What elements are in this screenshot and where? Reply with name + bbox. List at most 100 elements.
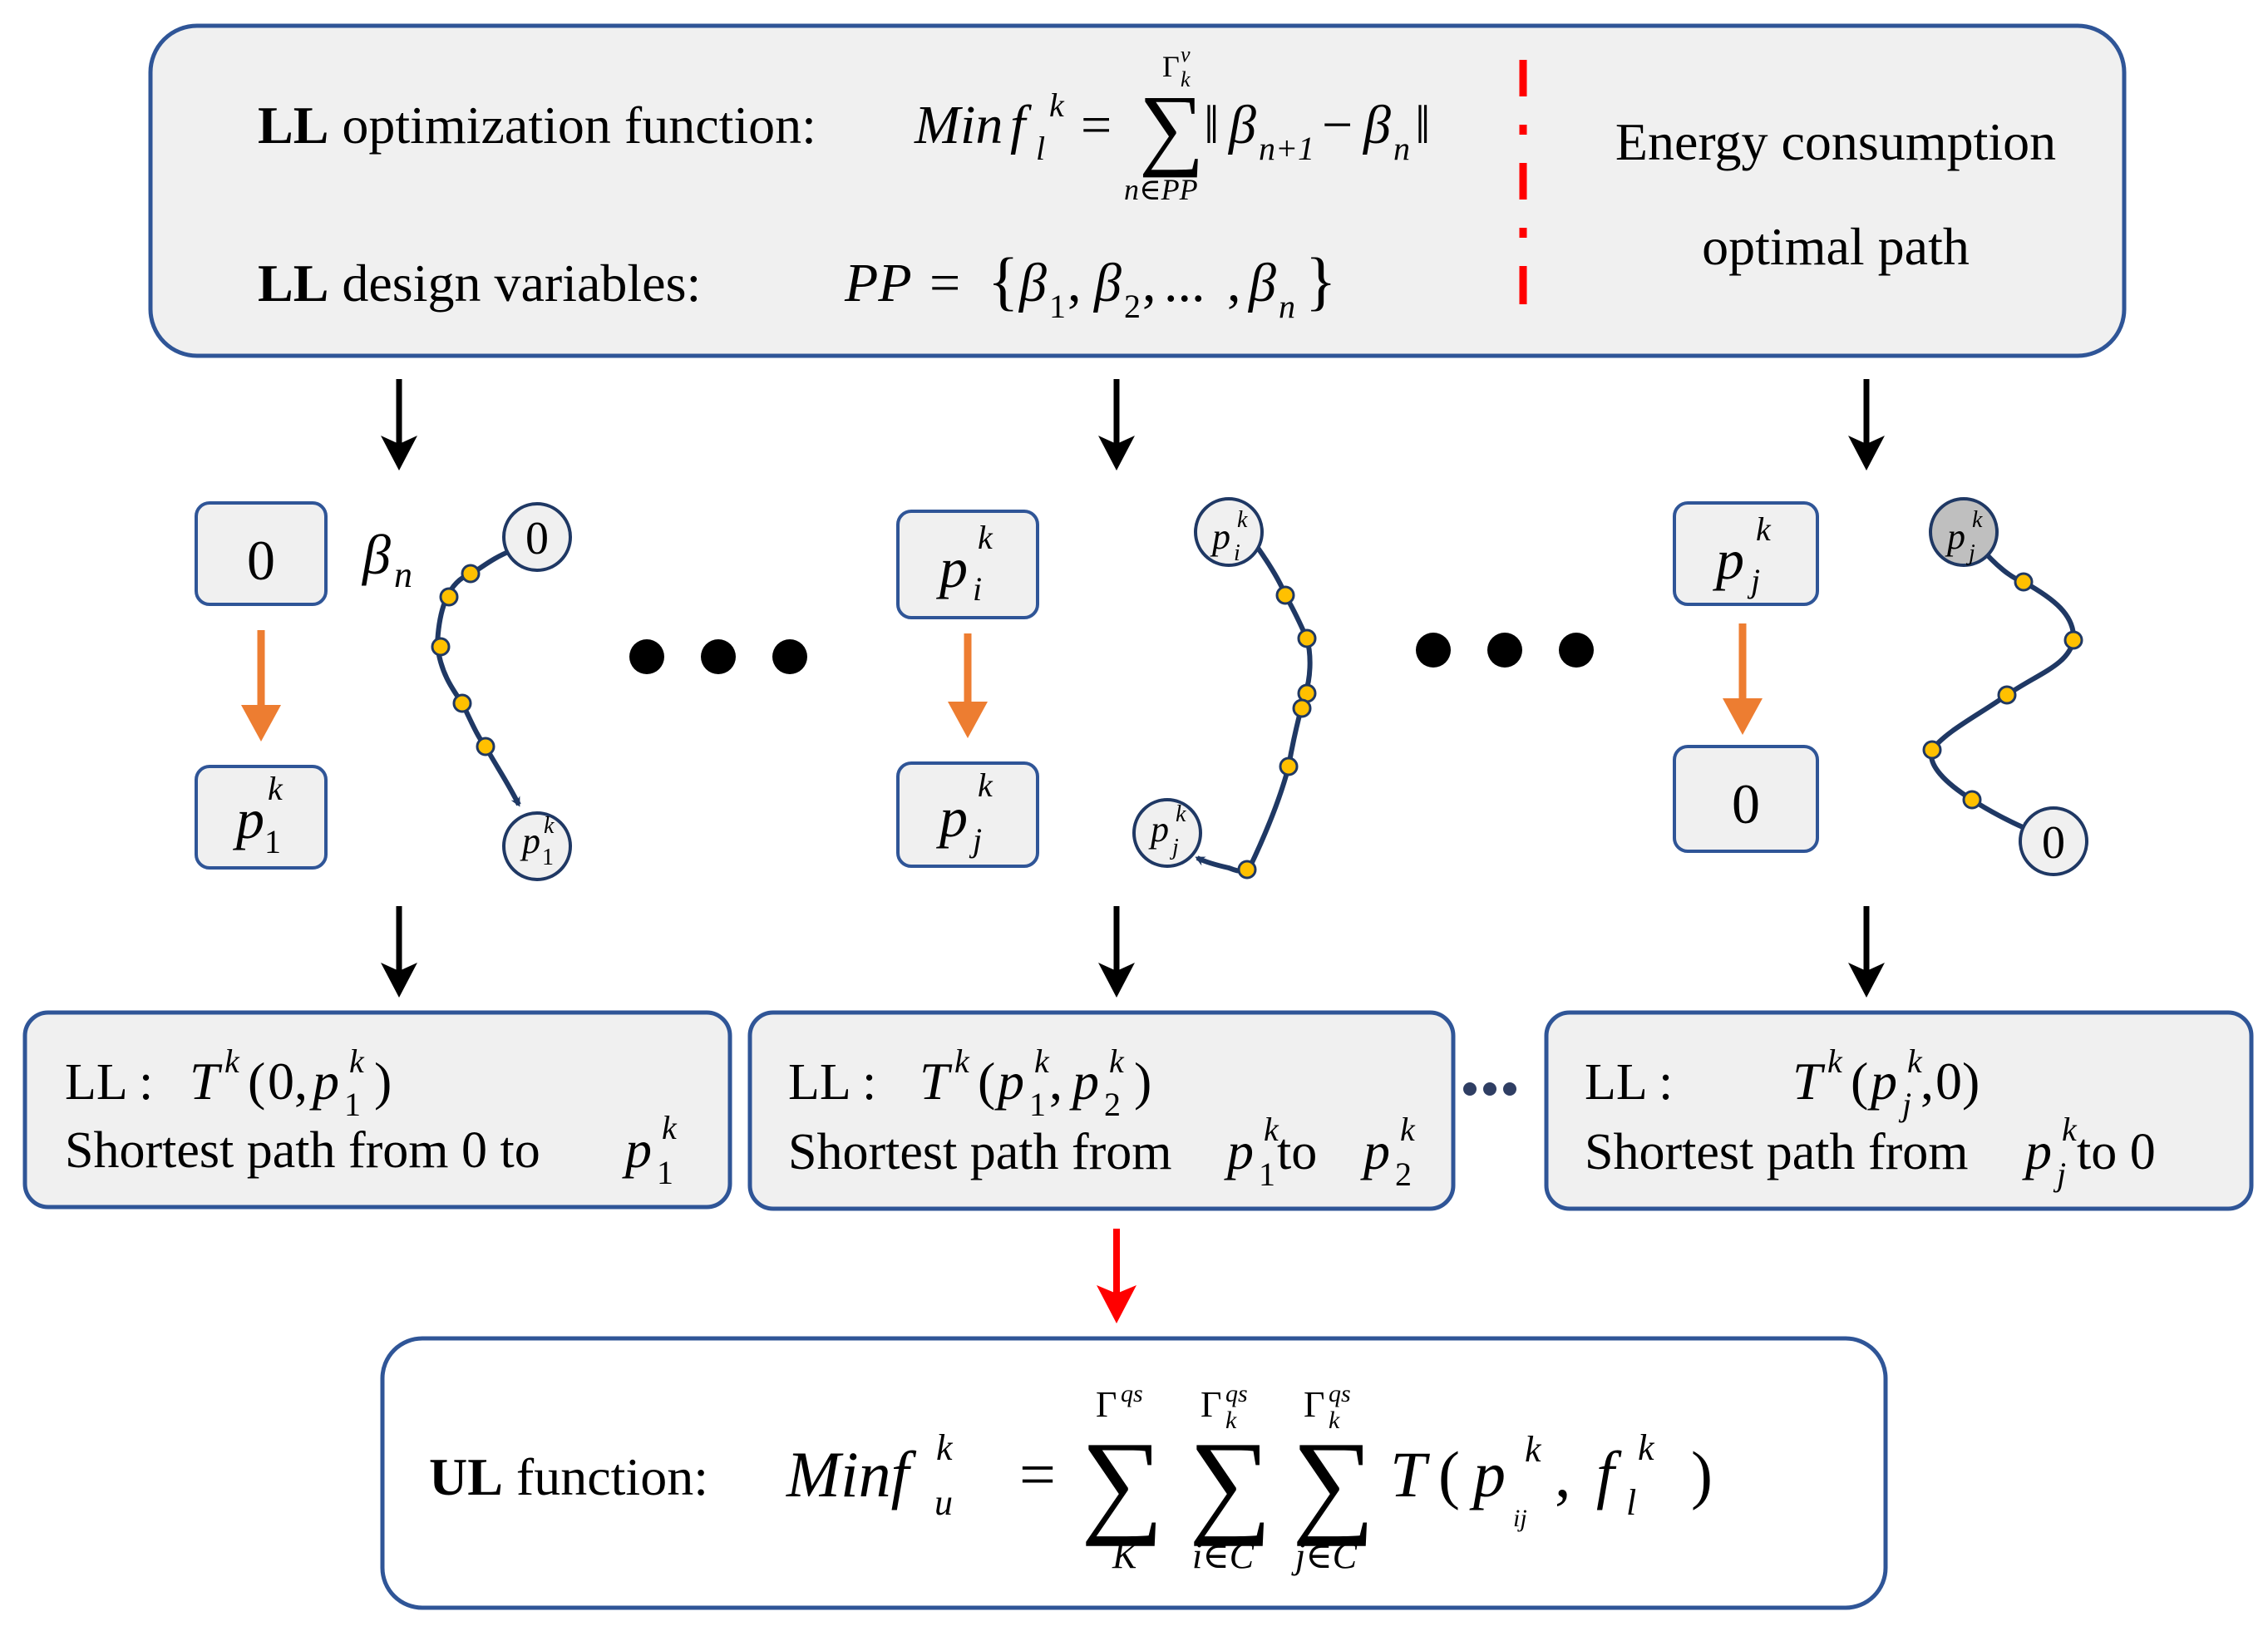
norm-close: ‖ [1415,95,1431,155]
col2-path-start-node [1194,497,1264,567]
equals-sign: = [1081,95,1112,155]
ul-sum-2-upper: Γ [1201,1384,1221,1425]
arrow-mid-1 [381,906,417,998]
col2-from-box [896,510,1039,619]
beta-2: β [1092,253,1122,313]
minus-sign: − [1322,95,1353,155]
col3-from-p: p [1713,528,1744,591]
ll1-arg2-p: p [309,1052,339,1111]
ll3-comma: , [1920,1052,1934,1111]
col3-to-box [1673,745,1819,853]
ll2-line2-from-sub: 1 [1259,1156,1275,1193]
col2-path-end-node [1132,798,1202,868]
ul-sum-1: ∑ [1081,1418,1164,1547]
ll-box-1-frame [22,1010,732,1210]
col1-from-box [195,501,328,606]
comma-2: , [1142,253,1156,313]
ll2-line2-from-sup: k [1264,1111,1279,1148]
ll1-comma: , [294,1052,308,1111]
col3-path-waypoints [1922,572,2083,810]
ll1-line2-p: p [622,1120,652,1179]
sum-upper-sup: v [1181,42,1191,67]
ll2-arg2-sub: 2 [1104,1086,1121,1123]
col1-orange-arrow [241,630,281,742]
f-superscript: k [1049,86,1065,124]
col2-to-sup: k [978,766,993,804]
ul-T: T [1390,1438,1430,1510]
down-arrows-middle [381,906,1885,998]
ll-box-3-frame [1544,1010,2254,1211]
ll1-open-paren: ( [248,1052,265,1111]
beta-n-plus-1: β [1227,95,1256,155]
ll-design-variables-formula: PP = { β 1 , β 2 , ... , β n } [844,244,1336,325]
ll2-prefix: LL : [788,1054,876,1111]
arrow-down-1 [381,379,417,471]
arrow-down-2 [1098,379,1135,471]
ul-sum-2-upper-sup: qs [1225,1380,1248,1407]
sum-upper: Γ [1162,50,1180,83]
beta-n-plus-1-sub: n+1 [1259,130,1314,167]
ll2-open-paren: ( [978,1052,995,1111]
ll2-line2-to-sup: k [1400,1111,1416,1148]
sum-lower: n∈PP [1124,173,1198,206]
ul-p: p [1469,1438,1506,1510]
col2-path-end-sub: j [1170,835,1179,860]
ul-p-sup: k [1525,1429,1542,1470]
arrow-mid-2 [1098,906,1135,998]
ll2-arg1-p: p [994,1052,1024,1111]
top-panel: LL optimization function: Min f l k = ∑ … [148,23,2127,358]
ul-p-sub: ij [1513,1505,1527,1532]
ul-sum-3-upper-sub: k [1329,1407,1340,1434]
ll3-line2-from-p: p [2022,1121,2052,1180]
beta-n-label-sub: n [394,554,412,595]
ll2-line2-mid: to [1277,1124,1317,1180]
col2-to-sub: j [969,821,982,859]
ll2-T-sup: k [954,1042,970,1080]
col1-path-end-sub: 1 [542,845,554,870]
pp-equals: = [929,253,960,313]
arrow-mid-3 [1848,906,1885,998]
sum-symbol: ∑ [1139,76,1204,178]
ll1-close-paren: ) [374,1052,392,1111]
beta-n: β [1362,95,1391,155]
ul-equals: = [1019,1438,1056,1510]
ll-optimization-formula: Min f l k = ∑ Γ k v n∈PP ‖ β n+1 − β n ‖ [914,42,1431,206]
col2-to-p: p [936,786,968,849]
col3-path-start-sup: k [1972,507,1983,533]
beta-1: β [1018,253,1047,313]
column-1: 0 p 1 k β n 0 p 1 k [195,501,572,881]
col2-path-end-sup: k [1176,801,1186,827]
ll-optimization-label: LL optimization function: [258,96,816,155]
col3-path-start-p: p [1945,516,1965,557]
arrow-down-3 [1848,379,1885,471]
ellipsis-dots-2 [1416,633,1594,668]
ll3-line2-prefix: Shortest path from [1585,1124,1969,1180]
col1-to-p: p [233,787,264,850]
col2-path-start-p: p [1210,516,1230,557]
ul-sum-3-lower: j∈C [1291,1535,1358,1576]
col2-from-sub: i [973,570,982,608]
col1-to-box [195,765,328,870]
ul-comma: , [1555,1438,1571,1510]
col3-from-box [1673,501,1819,606]
beta-n-label: β [361,523,391,586]
col3-to-label: 0 [1732,772,1760,835]
ll-box-1: LL : T k ( 0 , p 1 k ) Shortest path fro… [22,1010,732,1210]
column-2: p i k p j k p i k p j k [896,497,1317,880]
col2-orange-arrow [948,633,988,738]
energy-consumption-text: Energy consumption [1615,112,2056,171]
ll3-T: T [1792,1052,1826,1111]
ll-box-2: LL : T k ( p 1 k , p 2 k ) Shortest path… [747,1010,1456,1211]
ll2-comma: , [1049,1052,1063,1111]
ul-sum-3-upper-sup: qs [1329,1380,1351,1407]
ll1-T-sup: k [224,1042,240,1080]
ll2-line2-to-sub: 2 [1395,1156,1412,1193]
min-text: Min [914,95,1003,155]
comma-1: , [1067,253,1082,313]
ll3-arg2: 0 [1935,1052,1962,1111]
ul-sum-2-upper-sub: k [1225,1407,1237,1434]
col2-to-box [896,761,1039,868]
ll1-T: T [190,1052,223,1111]
ul-f2-sub: l [1626,1482,1636,1523]
